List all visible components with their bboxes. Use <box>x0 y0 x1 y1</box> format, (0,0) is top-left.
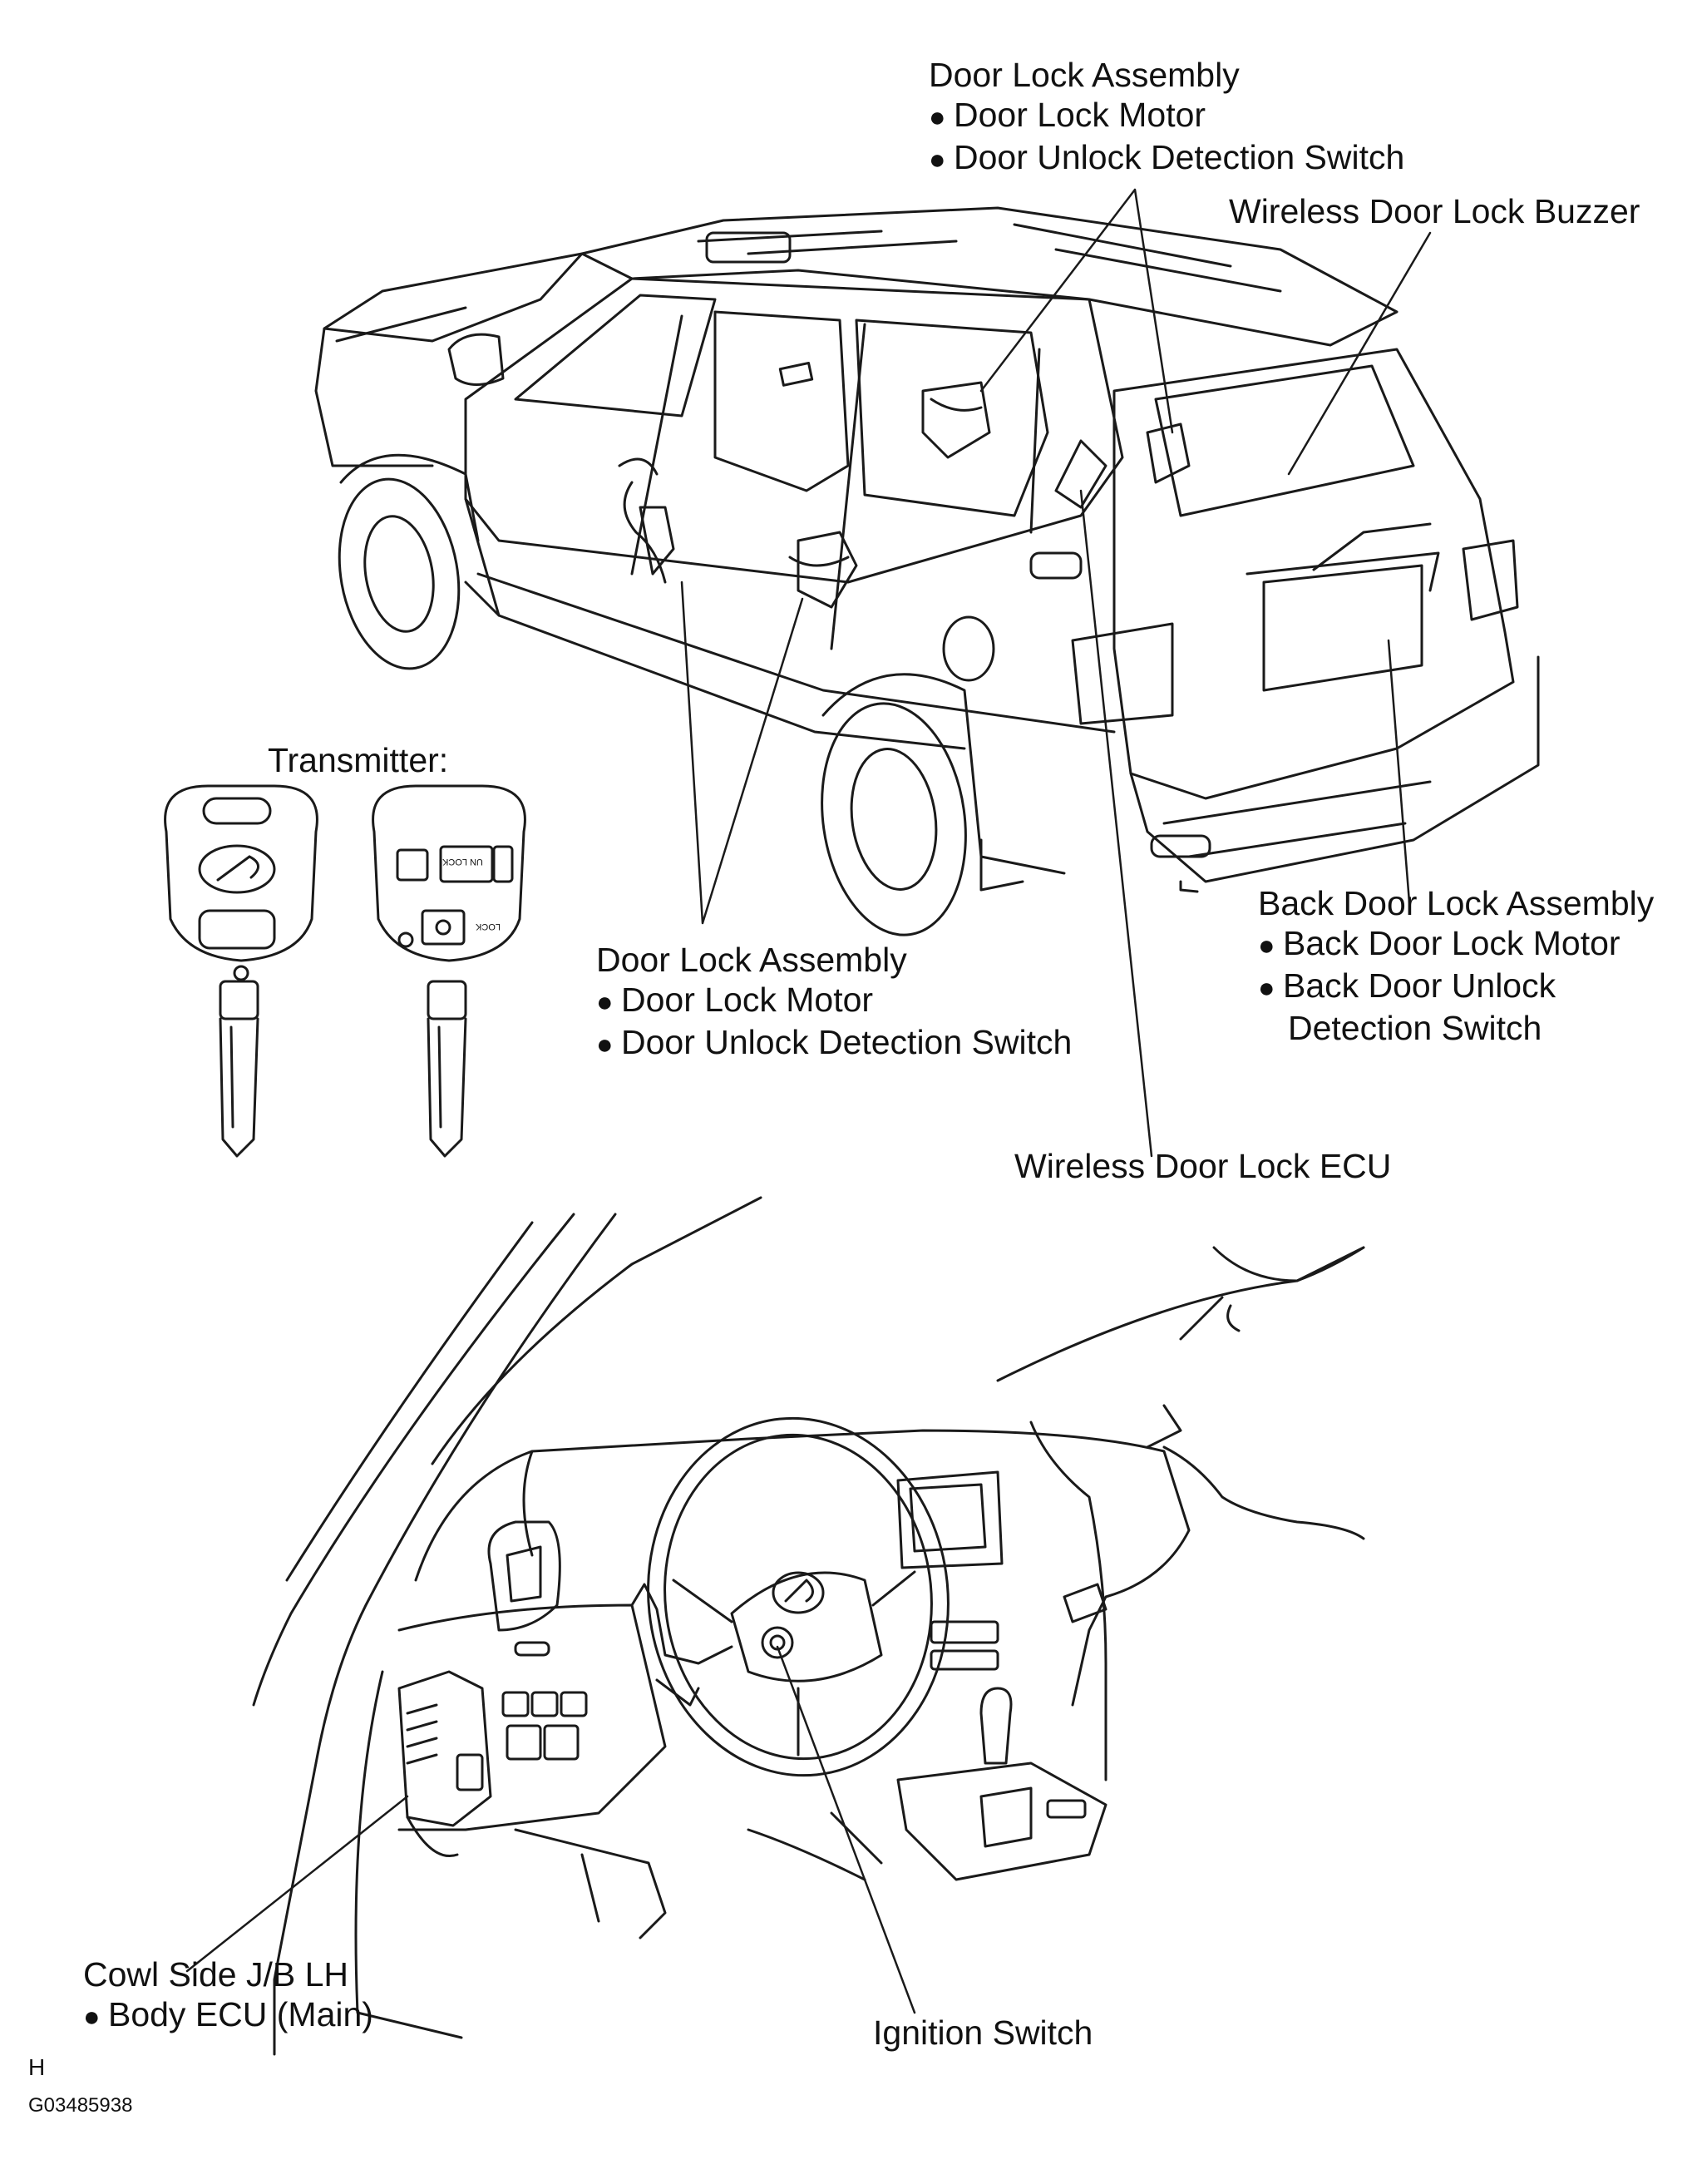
label-item: Door Lock Motor <box>596 980 1072 1022</box>
transmitter-key-back <box>372 784 526 1158</box>
label-cowl-side-jb: Cowl Side J/B LH Body ECU (Main) <box>83 1954 373 2037</box>
vehicle-illustration <box>314 206 1540 936</box>
footer-code: G03485938 <box>28 2094 133 2117</box>
label-title: Cowl Side J/B LH <box>83 1955 349 1994</box>
label-item: Door Unlock Detection Switch <box>596 1022 1072 1065</box>
label-wireless-door-lock-buzzer: Wireless Door Lock Buzzer <box>1229 191 1640 231</box>
key-lock-label: LOCK <box>476 922 501 931</box>
label-continuation: Detection Switch <box>1288 1009 1542 1047</box>
label-door-lock-assembly-top: Door Lock Assembly Door Lock Motor Door … <box>929 55 1404 180</box>
label-item: Back Door Unlock <box>1258 966 1654 1008</box>
label-text: Wireless Door Lock ECU <box>1014 1147 1392 1185</box>
label-text: Wireless Door Lock Buzzer <box>1229 192 1640 230</box>
label-title: Back Door Lock Assembly <box>1258 884 1655 922</box>
label-door-lock-assembly-mid: Door Lock Assembly Door Lock Motor Door … <box>596 940 1072 1065</box>
label-wireless-door-lock-ecu: Wireless Door Lock ECU <box>1014 1146 1391 1186</box>
key-unlock-label: UN LOCK <box>442 857 483 867</box>
label-text: Ignition Switch <box>873 2014 1093 2052</box>
leader-lines-upper <box>680 188 1432 1158</box>
label-item: Body ECU (Main) <box>83 1994 373 2037</box>
label-text: Transmitter: <box>268 741 449 779</box>
label-item: Door Lock Motor <box>929 95 1404 137</box>
label-title: Door Lock Assembly <box>929 56 1240 94</box>
leader-lines-lower <box>185 1645 916 2014</box>
label-item: Back Door Lock Motor <box>1258 923 1654 966</box>
label-title: Door Lock Assembly <box>596 941 907 979</box>
interior-illustration <box>252 1196 1365 2056</box>
label-transmitter: Transmitter: <box>268 740 448 780</box>
label-back-door-lock-assembly: Back Door Lock Assembly Back Door Lock M… <box>1258 883 1654 1048</box>
footer-letter: H <box>28 2054 46 2080</box>
label-ignition-switch: Ignition Switch <box>873 2013 1093 2053</box>
label-item: Door Unlock Detection Switch <box>929 137 1404 180</box>
transmitter-key-front <box>164 784 318 1158</box>
